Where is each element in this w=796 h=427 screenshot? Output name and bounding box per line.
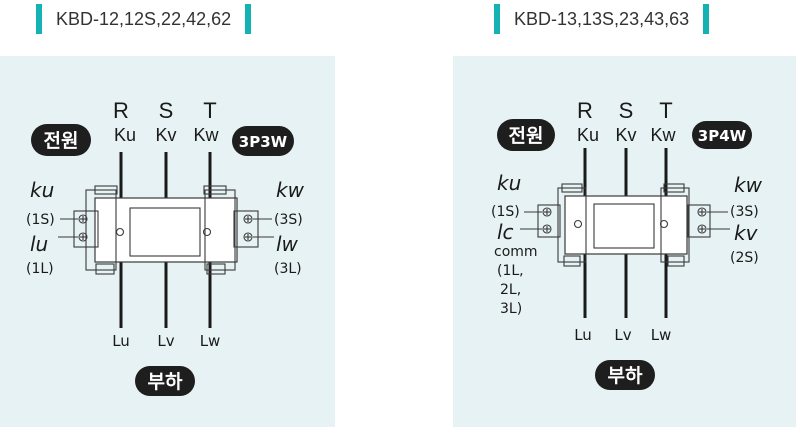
left-k-sub-label: (1S) <box>26 212 55 228</box>
load-badge-label: 부하 <box>608 365 643 387</box>
source-terminal-ku: Ku <box>577 125 599 145</box>
left-wiring-diagram: R S T Ku Kv Kw 전원 3P3W 부하 <box>26 98 305 396</box>
right-wiring-diagram: R S T Ku Kv Kw 전원 3P4W 부하 <box>491 98 763 390</box>
right-k-label: kw <box>734 173 763 197</box>
left-l-label: lu <box>30 232 48 256</box>
left-terminal-block <box>58 210 99 248</box>
right-terminal-block <box>687 204 730 238</box>
comm-label: comm <box>494 244 538 260</box>
ct-body <box>557 183 690 267</box>
header-accent-bar <box>494 4 500 34</box>
right-l-sub-label: (3L) <box>274 261 302 277</box>
load-terminal-lv: Lv <box>157 332 174 350</box>
left-terminal-block <box>520 204 561 238</box>
header-accent-bar <box>245 4 252 34</box>
phase-t-label: T <box>203 98 216 123</box>
system-badge <box>692 121 752 149</box>
left-l-label: lc <box>497 220 514 244</box>
source-badge-label: 전원 <box>509 125 544 147</box>
left-k-label: ku <box>497 171 521 195</box>
load-terminal-lv: Lv <box>614 326 631 344</box>
left-k-label: ku <box>30 178 54 202</box>
ct-body <box>85 185 238 275</box>
system-badge-label: 3P3W <box>239 133 288 151</box>
right-v-sub-label: (2S) <box>730 250 759 266</box>
left-model-title: KBD-12,12S,22,42,62 <box>56 8 232 29</box>
load-terminal-lw: Lw <box>651 326 672 344</box>
source-terminal-kw: Kw <box>650 125 676 145</box>
left-l-sub-label: (1L) <box>26 261 54 277</box>
phase-r-label: R <box>577 98 593 123</box>
system-badge <box>232 126 294 156</box>
source-terminal-kv: Kv <box>155 125 176 145</box>
header-accent-bar <box>36 4 42 34</box>
source-badge <box>497 119 555 151</box>
source-badge-label: 전원 <box>44 130 79 152</box>
right-model-header: KBD-13,13S,23,43,63 <box>494 4 710 34</box>
right-k-sub-label: (3S) <box>274 212 303 228</box>
comm-sub-label: 3L) <box>500 301 522 317</box>
phase-r-label: R <box>113 98 129 123</box>
left-model-header: KBD-12,12S,22,42,62 <box>36 4 252 34</box>
load-badge <box>135 366 195 396</box>
right-terminal-block <box>233 210 274 248</box>
source-terminal-kv: Kv <box>615 125 636 145</box>
right-v-label: kv <box>734 221 759 245</box>
left-k-sub-label: (1S) <box>491 204 520 220</box>
phase-s-label: S <box>619 98 634 123</box>
right-l-label: lw <box>276 232 299 256</box>
right-k-label: kw <box>276 178 305 202</box>
comm-sub-label: 2L, <box>500 282 521 298</box>
comm-sub-label: (1L, <box>497 263 524 279</box>
load-terminal-lu: Lu <box>574 326 592 344</box>
right-model-title: KBD-13,13S,23,43,63 <box>514 8 690 29</box>
load-badge-label: 부하 <box>148 371 183 393</box>
load-terminal-lu: Lu <box>112 332 130 350</box>
source-terminal-kw: Kw <box>193 125 219 145</box>
right-k-sub-label: (3S) <box>730 204 759 220</box>
source-terminal-ku: Ku <box>114 125 136 145</box>
system-badge-label: 3P4W <box>698 127 747 145</box>
load-terminal-lw: Lw <box>200 332 221 350</box>
load-badge <box>595 360 655 390</box>
source-badge <box>31 124 91 156</box>
phase-t-label: T <box>659 98 672 123</box>
phase-s-label: S <box>159 98 174 123</box>
header-accent-bar <box>703 4 710 34</box>
